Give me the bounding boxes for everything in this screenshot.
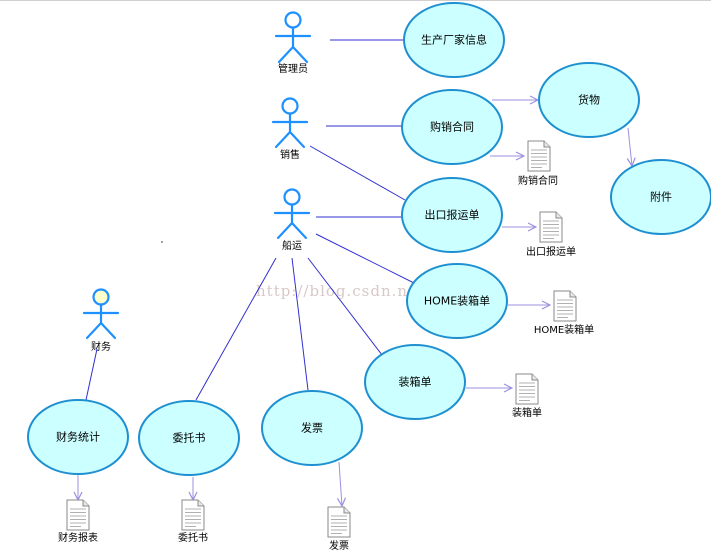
usecase-label-goods: 货物 [578, 93, 600, 107]
usecase-attachment[interactable] [610, 159, 711, 235]
document-label-purchase-contract: 购销合同 [518, 174, 558, 187]
actor-label-sales: 销售 [280, 148, 300, 161]
usecase-packing-list[interactable] [364, 344, 466, 420]
assoc-shipping-packing [307, 257, 383, 356]
usecase-label-finance-stats: 财务统计 [56, 430, 100, 444]
document-label-packing-list: 装箱单 [512, 406, 542, 419]
usecase-export-shipment[interactable] [401, 177, 503, 253]
usecase-label-attachment: 附件 [650, 190, 672, 204]
assoc-shipping-commission [195, 257, 277, 401]
dep-invoice-doc [339, 461, 342, 506]
actor-label-shipping: 船运 [282, 239, 302, 252]
document-label-export-shipment: 出口报运单 [526, 245, 576, 258]
document-icon-packing-list[interactable] [515, 373, 539, 405]
document-icon-invoice[interactable] [327, 506, 351, 538]
document-label-invoice: 发票 [329, 539, 349, 552]
actor-label-admin: 管理员 [278, 62, 308, 75]
actor-admin-icon[interactable] [274, 11, 312, 64]
association-lines [85, 39, 419, 401]
document-icon-home-packing[interactable] [553, 290, 577, 322]
document-label-commission: 委托书 [178, 531, 208, 544]
usecase-commission[interactable] [138, 400, 240, 476]
document-icon-export-shipment[interactable] [539, 211, 563, 243]
usecase-label-manufacturer-info: 生产厂家信息 [421, 33, 487, 47]
document-icon-finance-report[interactable] [66, 499, 90, 531]
usecase-label-home-packing: HOME装箱单 [424, 294, 490, 308]
usecase-label-packing-list: 装箱单 [399, 375, 432, 389]
usecase-label-invoice: 发票 [301, 421, 323, 435]
document-label-home-packing: HOME装箱单 [534, 323, 594, 336]
watermark-text: http://blog.csdn.net/ [256, 282, 431, 300]
actor-label-finance: 财务 [91, 340, 111, 353]
assoc-sales-export [309, 145, 406, 201]
usecase-manufacturer-info[interactable] [403, 2, 505, 78]
actor-shipping-icon[interactable] [273, 188, 311, 240]
usecase-invoice[interactable] [261, 390, 363, 466]
document-label-finance-report: 财务报表 [58, 531, 98, 544]
document-icon-purchase-contract[interactable] [527, 140, 551, 172]
document-icon-commission[interactable] [181, 499, 205, 531]
usecase-label-purchase-contract: 购销合同 [430, 120, 474, 134]
actor-finance-icon[interactable] [82, 288, 120, 340]
assoc-shipping-invoice [291, 257, 309, 391]
usecase-label-export-shipment: 出口报运单 [425, 208, 480, 222]
actor-sales-icon[interactable] [271, 97, 309, 149]
assoc-finance-stats [85, 348, 98, 401]
dep-goods-attachment [628, 127, 632, 166]
usecase-finance-stats[interactable] [27, 399, 129, 475]
usecase-home-packing[interactable] [406, 263, 508, 339]
top-border [0, 0, 711, 1]
usecase-purchase-contract[interactable] [401, 89, 503, 165]
usecase-goods[interactable] [538, 62, 640, 138]
stray-dot [161, 241, 163, 243]
assoc-shipping-home [315, 233, 419, 286]
usecase-label-commission: 委托书 [173, 431, 206, 445]
dependency-arrows [78, 100, 632, 506]
